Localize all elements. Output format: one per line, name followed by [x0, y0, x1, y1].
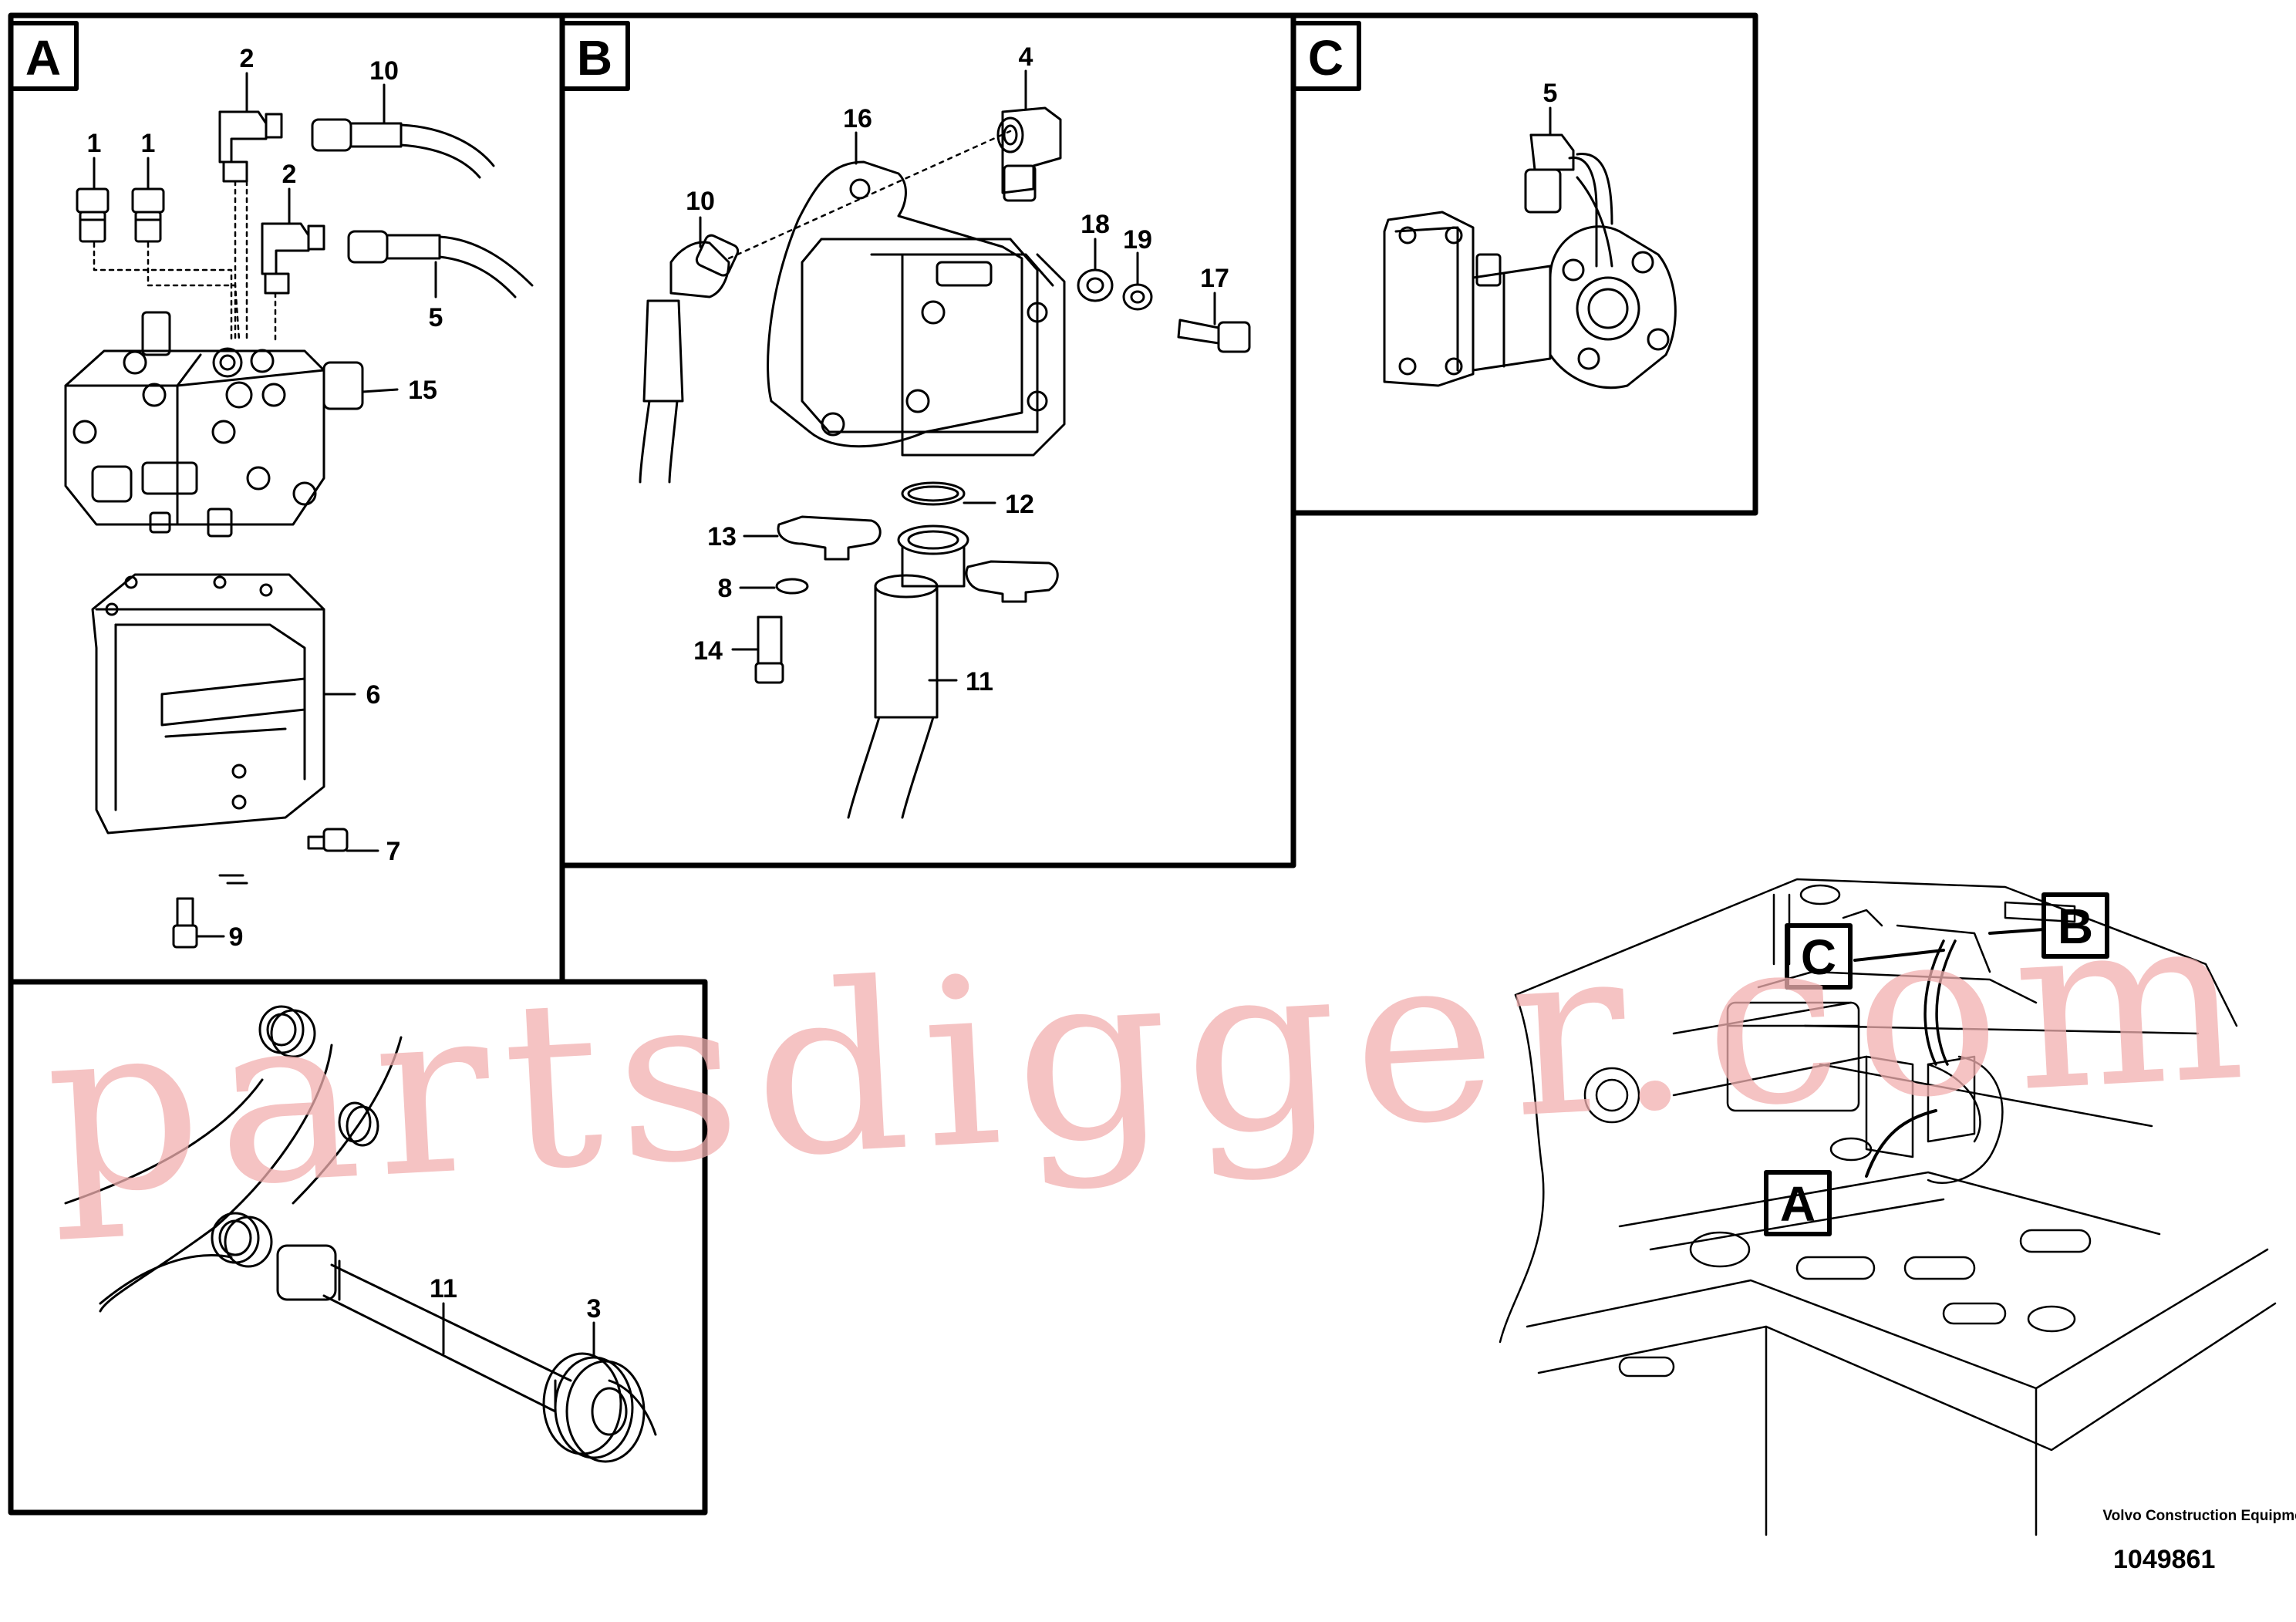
callout-11-b: 11	[966, 667, 993, 696]
footer-company: Volvo Construction Equipment	[2102, 1508, 2296, 1524]
panel-a-letter: A	[25, 30, 61, 86]
o-ring-12	[901, 481, 966, 506]
panel-a-drawing	[64, 110, 534, 949]
callout-14: 14	[693, 636, 723, 666]
bracket-6	[91, 573, 325, 835]
fitting-1-right	[131, 187, 165, 243]
machine-overview	[1499, 878, 2277, 1536]
panel-c-letter-box	[1291, 21, 1361, 91]
panel-b-letter-box	[560, 21, 630, 91]
port-lower-d	[211, 1212, 273, 1268]
overview-callout-b-label: B	[2058, 899, 2093, 954]
fitting-1-left	[76, 187, 110, 243]
callout-4: 4	[1019, 42, 1033, 72]
valve-block-15	[64, 311, 364, 538]
port-flange-c	[1549, 225, 1677, 389]
grommet-3	[542, 1352, 646, 1463]
elbow-fitting-2-mid	[261, 222, 325, 295]
callout-6: 6	[366, 680, 381, 710]
bolt-9	[172, 897, 198, 949]
callout-2-top: 2	[240, 44, 255, 73]
callout-1-right: 1	[141, 129, 156, 158]
panel-c-frame	[1290, 12, 1758, 516]
diagram-number: 1049861	[2113, 1545, 2216, 1574]
callout-3: 3	[587, 1294, 602, 1324]
callout-2-mid: 2	[282, 160, 297, 189]
overview-callout-b-box	[2041, 892, 2109, 959]
overview-callout-c-box	[1785, 923, 1853, 990]
pump-body	[801, 238, 1066, 457]
hose-10-b	[639, 234, 740, 484]
elbow-fitting-4	[996, 106, 1062, 202]
callout-19: 19	[1123, 225, 1152, 255]
overview-callout-a-label: A	[1780, 1176, 1816, 1232]
hose-11-d	[276, 1244, 657, 1436]
suction-hose-11	[847, 524, 969, 819]
bolt-14	[754, 615, 784, 684]
callout-1-left: 1	[87, 129, 102, 158]
callout-17: 17	[1200, 264, 1229, 293]
overview-callout-c-label: C	[1801, 929, 1836, 985]
callout-10-b: 10	[686, 187, 715, 216]
washer-19	[1122, 283, 1153, 311]
split-flange-13	[777, 515, 1059, 603]
callout-18: 18	[1081, 210, 1110, 239]
callout-11-d: 11	[430, 1274, 457, 1303]
watermark: partsdigger.com	[39, 862, 2264, 1246]
port-top-d	[258, 1005, 316, 1058]
pump-shaft-c	[1472, 253, 1552, 372]
callout-13: 13	[707, 522, 737, 551]
port-mid-d	[338, 1101, 379, 1147]
fitting-5-c	[1524, 133, 1613, 268]
overview-leaders	[1853, 928, 2045, 1178]
bolt-17	[1177, 319, 1251, 353]
o-ring-8	[775, 578, 809, 595]
washer-18	[1077, 268, 1114, 302]
callout-15: 15	[408, 376, 437, 405]
panel-a-letter-box	[8, 21, 79, 91]
panel-c-letter: C	[1308, 30, 1344, 86]
callout-5-c: 5	[1543, 79, 1558, 108]
leader-lines	[93, 69, 1552, 1359]
panel-c-drawing	[1383, 133, 1677, 389]
overview-callout-a-box	[1764, 1170, 1832, 1236]
callout-12: 12	[1005, 490, 1034, 519]
callout-10-a: 10	[369, 56, 399, 86]
panel-b-drawing	[639, 106, 1251, 819]
callout-8: 8	[718, 574, 733, 603]
panel-d-drawing	[64, 1005, 657, 1463]
hose-5	[347, 230, 534, 298]
elbow-fitting-2-top	[218, 110, 283, 183]
bolt-7	[307, 828, 349, 852]
callout-9: 9	[229, 922, 244, 952]
panel-b-letter: B	[577, 30, 612, 86]
callout-16: 16	[843, 104, 872, 133]
hose-10	[311, 118, 495, 179]
panel-d-frame	[8, 979, 708, 1516]
pump-flange-c	[1383, 211, 1475, 387]
callout-5-a: 5	[429, 303, 443, 332]
callout-7: 7	[386, 837, 401, 866]
